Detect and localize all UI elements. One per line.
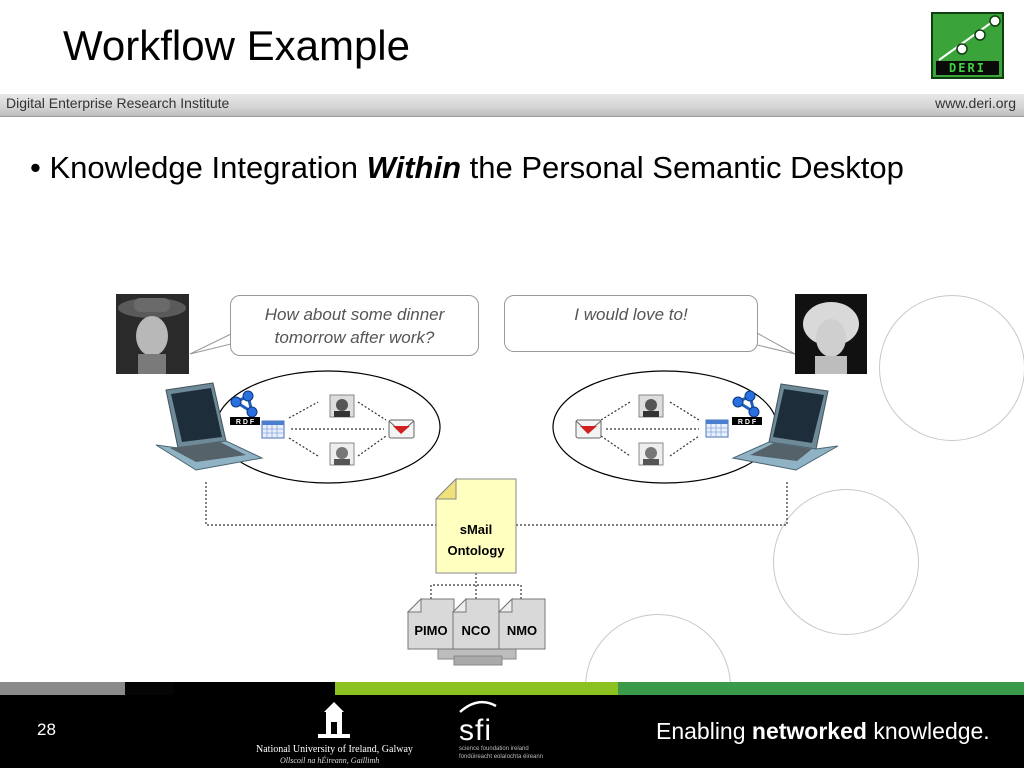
bullet-emphasis: Within (366, 150, 462, 185)
portrait-photo-female (795, 294, 867, 374)
sfi-logo-text: sfi (459, 714, 492, 747)
smail-ontology-label-line2: Ontology (447, 543, 505, 558)
decorative-circle (879, 295, 1024, 441)
bullet-suffix: the Personal Semantic Desktop (461, 150, 904, 185)
deri-logo-graphic (938, 15, 1001, 61)
speech-bubble-left-line2: tomorrow after work? (274, 328, 435, 347)
speech-bubble-left: How about some dinner tomorrow after wor… (230, 295, 479, 356)
rdf-icon-right (732, 390, 762, 425)
footer-stripe-dark (125, 682, 173, 695)
rdf-label-left: R D F (236, 419, 255, 426)
footer-tagline: Enabling networked knowledge. (656, 718, 990, 745)
footer-stripe-black (173, 682, 335, 695)
nmo-document (497, 597, 546, 650)
header-band (0, 94, 1024, 117)
pimo-label: PIMO (414, 623, 447, 638)
deri-logo-text: DERI (936, 61, 999, 75)
laptop-icon-right (731, 383, 839, 471)
footer-bar (0, 682, 1024, 768)
pimo-document (406, 597, 455, 650)
sfi-swoosh-icon (459, 700, 497, 713)
bubble-tail-right (756, 332, 796, 355)
footer-stripe-gray (0, 682, 125, 695)
email-icon-right (575, 419, 602, 439)
smail-ontology-label-line1: sMail (460, 522, 493, 537)
contact-icon-male-right (638, 394, 664, 418)
email-icon-left (388, 419, 415, 439)
bullet-point: • Knowledge Integration Within the Perso… (30, 150, 904, 186)
sfi-subtitle: science foundation ireland (459, 746, 529, 752)
tagline-post: knowledge. (866, 718, 990, 744)
university-crest-icon (318, 702, 350, 738)
rdf-label-right: R D F (738, 419, 757, 426)
footer-stripe-green (618, 682, 1024, 695)
speech-bubble-right-text: I would love to! (574, 305, 688, 324)
bullet-prefix: • Knowledge Integration (30, 150, 367, 185)
website-link[interactable]: www.deri.org (935, 95, 1016, 111)
institute-name: Digital Enterprise Research Institute (6, 95, 230, 111)
speech-bubble-left-line1: How about some dinner (264, 305, 445, 324)
tagline-pre: Enabling (656, 718, 752, 744)
university-name-irish: Ollscoil na hÉireann, Gaillimh (280, 756, 380, 765)
page-number: 28 (37, 720, 56, 739)
nco-document (451, 597, 500, 650)
university-name: National University of Ireland, Galway (256, 744, 413, 755)
contact-icon-female-right (638, 442, 664, 466)
rdf-icon-left (230, 390, 260, 425)
footer-stripe-lime (335, 682, 618, 695)
portrait-photo-male (116, 294, 189, 374)
sfi-subtitle-irish: fondúireacht eolaíochta éireann (459, 754, 544, 760)
decorative-circle (773, 489, 919, 635)
contact-icon-male-left (329, 394, 355, 418)
laptop-icon-left (155, 382, 264, 471)
ontology-connectors (205, 482, 788, 599)
calendar-icon-left (261, 420, 285, 439)
slide-title: Workflow Example (63, 22, 410, 69)
calendar-icon-right (705, 419, 729, 438)
speech-bubble-right: I would love to! (504, 295, 758, 352)
document-stack-shadow (453, 655, 503, 666)
nco-label: NCO (462, 623, 491, 638)
tagline-bold: networked (751, 718, 867, 744)
deri-logo: DERI (931, 12, 1004, 79)
smail-ontology-document (434, 477, 517, 574)
nmo-label: NMO (507, 623, 537, 638)
contact-icon-female-left (329, 442, 355, 466)
bubble-tail-left (189, 333, 232, 355)
